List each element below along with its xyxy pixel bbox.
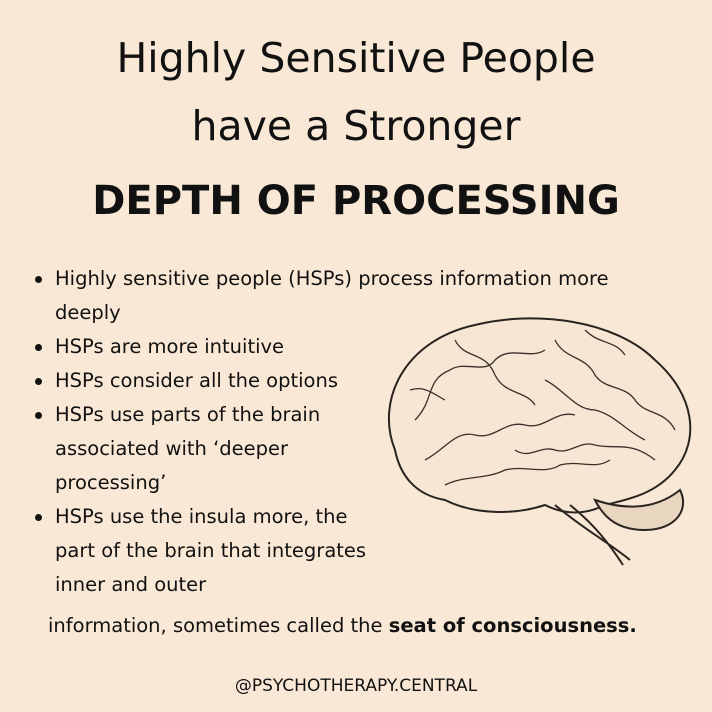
bullet-item: HSPs use the insula more, the part of th… — [35, 500, 375, 602]
bullet-item: Highly sensitive people (HSPs) process i… — [35, 262, 655, 330]
bullet-item: HSPs are more intuitive — [35, 330, 385, 364]
footer-handle: @PSYCHOTHERAPY.CENTRAL — [234, 676, 478, 696]
brain-illustration — [387, 317, 692, 566]
bullet-item: HSPs use parts of the brain associated w… — [35, 398, 375, 500]
continuation-bold: seat of consciousness. — [388, 614, 637, 637]
continuation-text: information, sometimes called the seat o… — [48, 614, 637, 637]
title-line-2: have a Stronger — [191, 102, 521, 150]
title-line-3: DEPTH OF PROCESSING — [92, 178, 620, 224]
continuation-plain: information, sometimes called the — [48, 614, 389, 637]
bullet-list: Highly sensitive people (HSPs) process i… — [30, 262, 655, 602]
bullet-item: HSPs consider all the options — [35, 364, 385, 398]
title-line-1: Highly Sensitive People — [116, 34, 596, 82]
